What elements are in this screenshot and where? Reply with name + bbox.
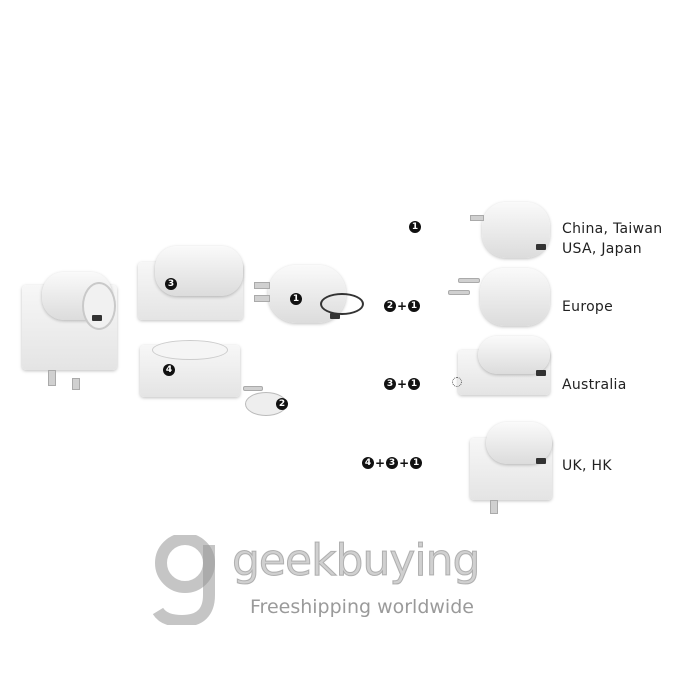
combo-2-1: 2 + 1	[384, 299, 421, 313]
region-label-us: China, Taiwan USA, Japan	[562, 219, 662, 259]
combo-3-1: 3 + 1	[384, 377, 421, 391]
loading-indicator-icon	[452, 377, 462, 387]
badge: 1	[410, 457, 423, 469]
region-label-uk: UK, HK	[562, 458, 612, 474]
base-socket	[152, 340, 228, 360]
usb-port-icon	[536, 458, 546, 464]
us-prong	[254, 295, 270, 302]
badge: 1	[408, 378, 421, 390]
usb-port-icon	[536, 370, 546, 376]
badge: 1	[409, 221, 421, 233]
region-label-europe: Europe	[562, 299, 614, 315]
product-europe-config	[480, 268, 550, 326]
ring-icon	[320, 293, 364, 315]
us-prong	[470, 215, 484, 221]
badge: 2	[384, 300, 396, 312]
australia-cylinder	[478, 336, 550, 374]
euro-pin	[243, 386, 263, 391]
usb-port-icon	[92, 315, 102, 321]
us-prong	[254, 282, 270, 289]
uk-prong	[72, 378, 80, 390]
combo-4-3-1: 4 + 3 + 1	[362, 456, 423, 470]
uk-prong	[490, 500, 498, 514]
watermark-brand: geekbuying	[231, 535, 480, 587]
region-text: USA, Japan	[562, 241, 642, 257]
badge: 3	[386, 457, 399, 469]
euro-pin	[448, 290, 470, 295]
badge: 1	[408, 300, 421, 312]
part-badge-2: 2	[276, 398, 288, 410]
uk-prong	[48, 370, 56, 386]
plus: +	[375, 456, 386, 470]
region-text: China, Taiwan	[562, 221, 663, 237]
watermark-tagline: Freeshipping worldwide	[250, 596, 474, 618]
badge: 4	[362, 457, 374, 469]
assembled-face	[82, 282, 116, 330]
plus: +	[397, 299, 408, 313]
watermark-logo	[152, 535, 215, 625]
usb-port-icon	[536, 244, 546, 250]
badge: 3	[384, 378, 396, 390]
combo-1: 1	[409, 221, 421, 233]
usb-port-icon	[330, 313, 340, 319]
plus: +	[397, 377, 408, 391]
uk-cylinder	[486, 422, 552, 464]
plus: +	[399, 456, 410, 470]
part-badge-4: 4	[163, 364, 175, 376]
euro-pin	[458, 278, 480, 283]
region-label-australia: Australia	[562, 377, 627, 393]
part-badge-3: 3	[165, 278, 177, 290]
part-badge-1: 1	[290, 293, 302, 305]
